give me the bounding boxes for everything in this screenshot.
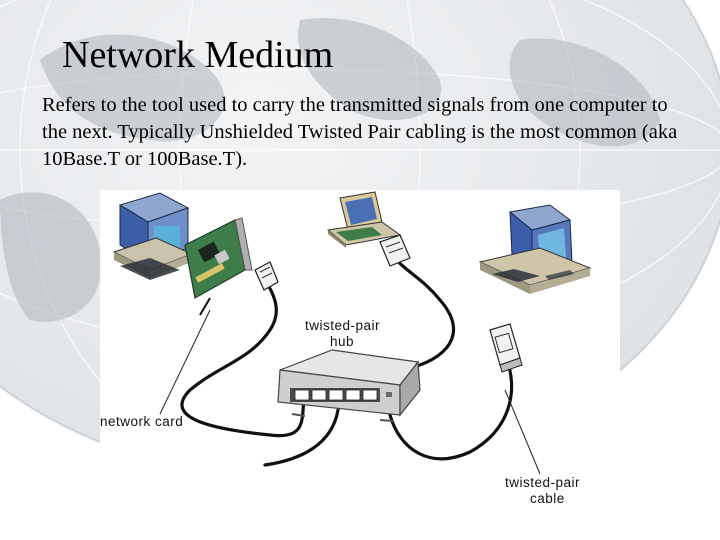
cable-leader-line: [504, 389, 541, 475]
rj45-connector-icon: [254, 261, 279, 291]
twisted-pair-cables: [180, 243, 514, 467]
label-hub-line2: hub: [330, 334, 354, 349]
label-hub-line1: twisted-pair: [305, 318, 380, 333]
slide-title: Network Medium: [62, 34, 334, 76]
label-cable-line1: twisted-pair: [505, 475, 580, 490]
label-cable-line2: cable: [530, 491, 565, 506]
network-card-icon: [184, 217, 253, 316]
rj45-connector-icon: [489, 323, 523, 373]
server-tower-icon: [478, 204, 592, 294]
rj45-connector-icon: [379, 234, 411, 267]
network-diagram: twisted-pair hub network card twisted-pa…: [100, 190, 620, 520]
label-network-card: network card: [100, 414, 183, 429]
slide-body-text: Refers to the tool used to carry the tra…: [42, 94, 678, 170]
network-card-leader-line: [159, 309, 211, 415]
laptop-icon: [326, 191, 402, 248]
desktop-computer-icon: [112, 192, 194, 280]
hub-icon: [277, 349, 421, 422]
